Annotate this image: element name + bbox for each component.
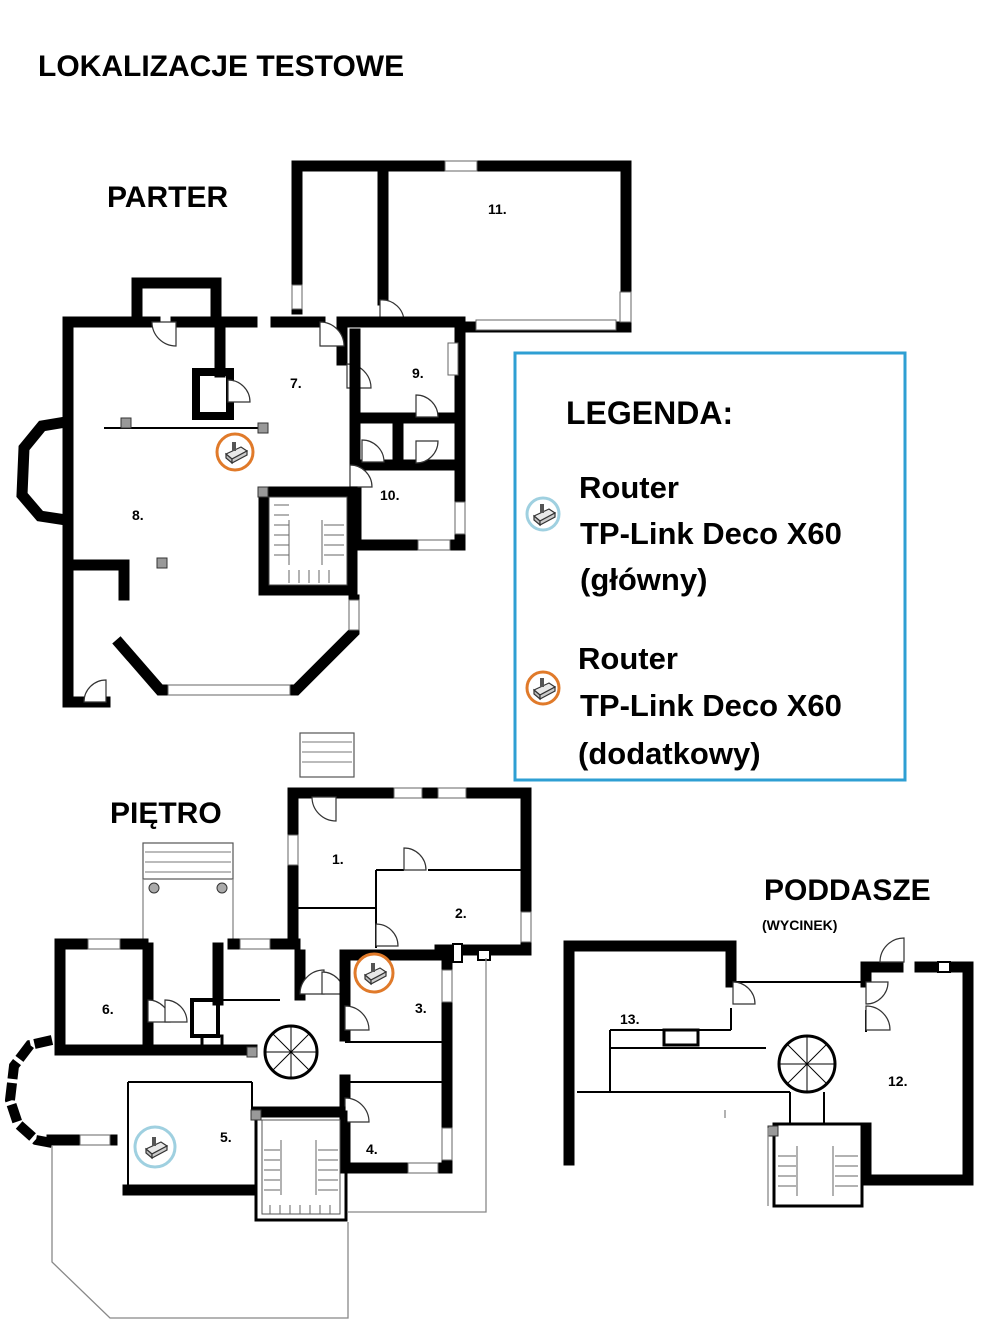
router-main-first-marker [133, 1125, 177, 1169]
room-label-7: 7. [290, 375, 302, 391]
legend-main-line3: (główny) [580, 562, 707, 597]
first-floor-plan: PIĘTRO [4, 732, 532, 1319]
room-label-6: 6. [102, 1001, 114, 1017]
legend-main-line2: TP-Link Deco X60 [580, 516, 842, 551]
room-label-5: 5. [220, 1129, 232, 1145]
room-label-3: 3. [415, 1000, 427, 1016]
legend-extra-line2: TP-Link Deco X60 [580, 688, 842, 723]
router-extra-ground-marker [215, 432, 255, 472]
room-label-4: 4. [366, 1141, 378, 1157]
router-icon [525, 670, 561, 706]
room-label-2: 2. [455, 905, 467, 921]
attic-floor-sublabel: (WYCINEK) [762, 917, 837, 933]
legend-extra-line3: (dodatkowy) [578, 736, 761, 771]
room-label-12: 12. [888, 1073, 907, 1089]
room-label-8: 8. [132, 507, 144, 523]
room-label-9: 9. [412, 365, 424, 381]
attic-floor-label: PODDASZE [764, 874, 931, 907]
room-label-11: 11. [488, 201, 507, 217]
legend-item-main: Router TP-Link Deco X60 (główny) [525, 470, 842, 597]
ground-floor-label: PARTER [107, 181, 228, 214]
first-floor-label: PIĘTRO [110, 797, 222, 830]
page-title: LOKALIZACJE TESTOWE [38, 50, 404, 83]
legend-title: LEGENDA: [566, 395, 733, 431]
legend-extra-line1: Router [578, 641, 678, 676]
room-label-10: 10. [380, 487, 399, 503]
legend-box: LEGENDA: Router TP-Link Deco X60 (główny… [513, 351, 907, 782]
legend-main-line1: Router [579, 470, 679, 505]
spiral-stair [246, 1024, 319, 1080]
router-extra-first-marker [353, 952, 395, 994]
attic-floor-plan: PODDASZE (WYCINEK) [563, 874, 974, 1208]
room-label-13: 13. [620, 1011, 639, 1027]
router-icon [525, 496, 561, 532]
legend-item-extra: Router TP-Link Deco X60 (dodatkowy) [525, 641, 842, 771]
room-label-1: 1. [332, 851, 344, 867]
ground-floor-plan: PARTER [16, 160, 632, 708]
